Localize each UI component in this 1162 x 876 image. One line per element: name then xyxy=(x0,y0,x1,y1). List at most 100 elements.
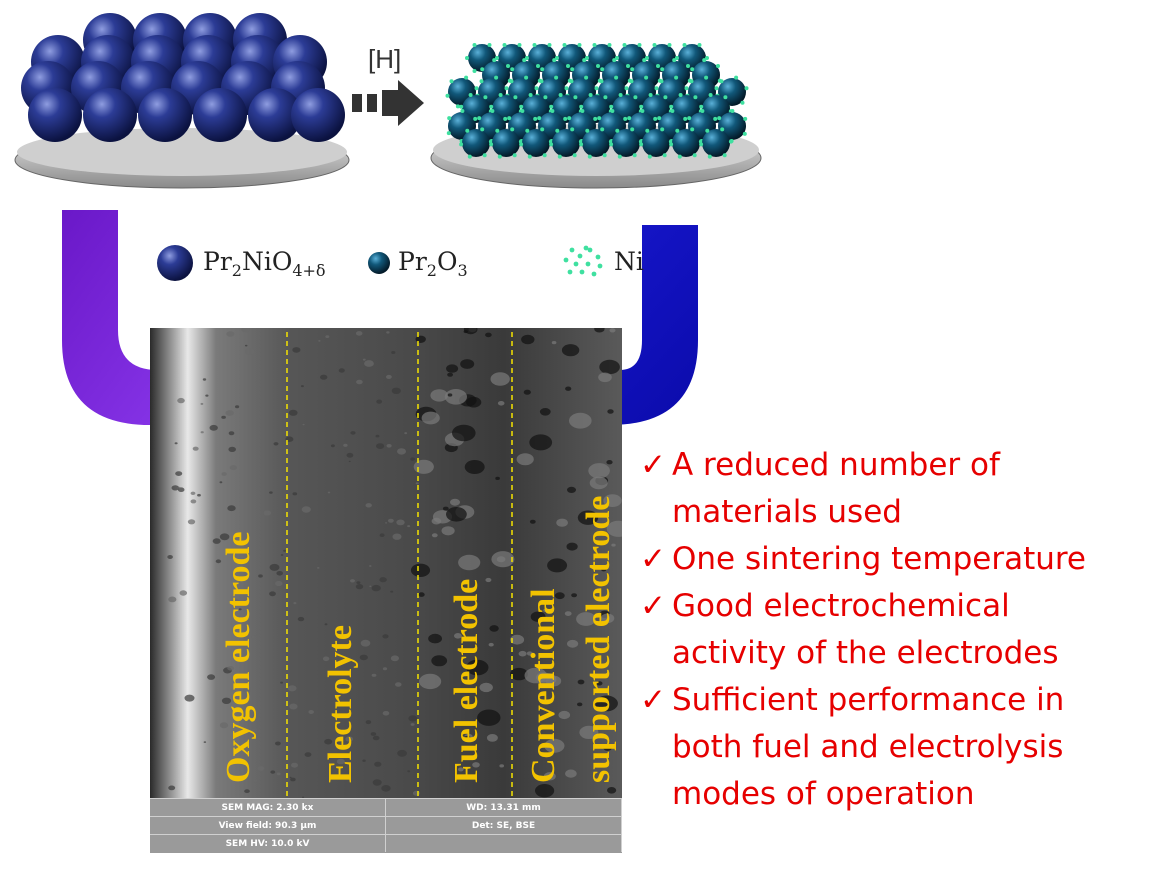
sem-grain xyxy=(338,368,345,373)
sem-grain xyxy=(518,650,527,657)
sem-grain xyxy=(479,682,493,693)
ni-dot xyxy=(567,269,573,275)
sem-grain xyxy=(588,463,610,479)
ni-particle xyxy=(474,86,479,91)
ni-particle xyxy=(510,127,515,132)
ni-particle xyxy=(558,93,563,97)
sem-grain xyxy=(466,659,489,676)
ni-particle xyxy=(567,116,572,121)
sem-grain xyxy=(318,340,321,342)
sem-grain xyxy=(290,777,296,782)
ni-particle xyxy=(713,116,718,121)
ni-particle xyxy=(648,93,653,97)
sem-info-bar: SEM MAG: 2.30 kx WD: 13.31 mm View field… xyxy=(150,798,622,853)
ni-particle xyxy=(564,86,569,91)
sem-grain xyxy=(345,736,354,742)
large-sphere xyxy=(138,88,192,142)
ni-particle xyxy=(547,43,552,47)
small-sphere xyxy=(582,129,610,157)
ni-particle xyxy=(689,79,694,84)
ni-particle xyxy=(623,116,628,121)
ni-particle xyxy=(659,79,664,84)
ni-particle xyxy=(692,153,697,158)
sem-grain xyxy=(253,470,256,472)
sem-grain xyxy=(464,460,485,474)
ni-dot xyxy=(595,254,601,260)
sem-grain xyxy=(258,574,263,578)
ni-particle xyxy=(584,75,589,80)
sem-grain xyxy=(431,655,448,667)
ni-particle xyxy=(615,128,620,133)
ni-particle xyxy=(614,75,619,80)
benefit-line: modes of operation xyxy=(672,776,975,812)
ni-particle xyxy=(582,58,587,63)
sem-grain xyxy=(177,397,185,404)
sem-grain xyxy=(554,592,565,600)
sem-grain xyxy=(410,563,431,577)
ni-particle xyxy=(630,67,635,72)
sem-grain xyxy=(579,725,599,739)
sem-grain xyxy=(530,611,546,622)
sem-grain xyxy=(202,378,207,381)
ni-dot xyxy=(579,269,585,275)
benefit-line: Sufficient performance in xyxy=(672,682,1065,718)
ni-particle xyxy=(600,127,605,132)
ni-particle xyxy=(593,116,598,121)
sem-grain xyxy=(529,434,553,451)
benefit-line: A reduced number of xyxy=(672,447,1000,483)
ni-particle xyxy=(677,154,682,159)
ni-particle xyxy=(653,116,658,121)
sem-grain xyxy=(463,735,472,742)
ni-particle xyxy=(674,75,679,80)
ni-particle xyxy=(445,93,450,98)
small-sphere xyxy=(522,129,550,157)
legend-pr2o3: Pr2O3 xyxy=(398,247,468,280)
ni-particle xyxy=(502,43,507,47)
ni-particle xyxy=(742,131,747,136)
ni-particle xyxy=(506,64,510,68)
sem-grain xyxy=(375,434,380,438)
ni-dot xyxy=(577,253,583,259)
ni-particle xyxy=(630,127,635,132)
sem-grain xyxy=(226,331,235,337)
sem-grain xyxy=(302,796,305,798)
sem-grain xyxy=(430,389,449,402)
ni-particle xyxy=(555,56,559,60)
ni-particle xyxy=(562,43,567,47)
ni-particle xyxy=(563,116,568,121)
ni-particle xyxy=(569,79,574,84)
sem-view-field: View field: 90.3 µm xyxy=(150,816,386,834)
ni-particle xyxy=(723,95,728,100)
benefit-line: materials used xyxy=(672,494,902,530)
sem-grain xyxy=(547,558,568,573)
ni-particle xyxy=(479,79,484,84)
sem-grain xyxy=(308,710,314,714)
sem-grain xyxy=(489,625,499,632)
ni-particle xyxy=(705,128,710,133)
sem-grain xyxy=(346,452,354,458)
sem-grain xyxy=(167,555,173,559)
ni-particle xyxy=(633,95,638,100)
benefit-line: activity of the electrodes xyxy=(672,635,1059,671)
ni-particle xyxy=(579,142,584,147)
sem-grain xyxy=(567,639,579,648)
sem-grain xyxy=(386,374,392,379)
ni-particle xyxy=(599,79,604,84)
ni-particle xyxy=(700,109,705,113)
ni-particle xyxy=(693,95,698,100)
small-sphere xyxy=(672,129,700,157)
ni-particle xyxy=(705,56,709,60)
ni-particle xyxy=(525,128,530,133)
sem-grain xyxy=(577,679,585,685)
ni-particle xyxy=(617,154,622,159)
ni-particle xyxy=(699,142,704,147)
sem-mag: SEM MAG: 2.30 kx xyxy=(150,798,386,816)
sem-grain xyxy=(526,651,533,656)
ni-dot xyxy=(569,247,575,253)
small-sphere xyxy=(612,129,640,157)
ni-particle xyxy=(734,75,739,80)
ni-particle xyxy=(464,75,469,80)
sem-grain xyxy=(324,623,328,626)
benefit-item: ✓ One sintering temperature xyxy=(640,536,1155,583)
sem-grain xyxy=(369,565,372,567)
